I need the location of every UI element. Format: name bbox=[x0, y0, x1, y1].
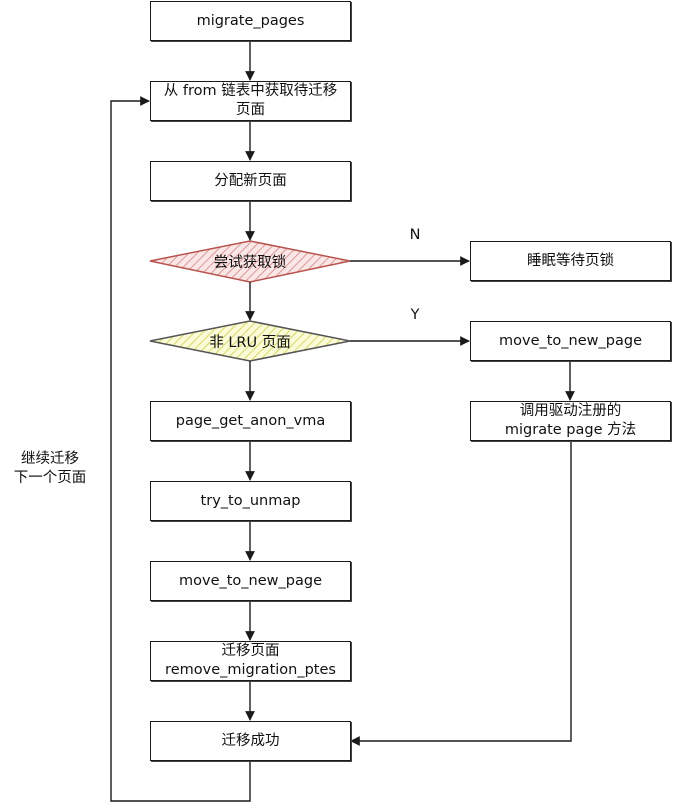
node-page-get-anon-vma-label: page_get_anon_vma bbox=[175, 412, 326, 429]
edge-driver-to-success bbox=[350, 441, 572, 746]
edge-label-loop: 继续迁移 下一个页面 bbox=[13, 451, 87, 486]
node-get-from-list: 从 from 链表中获取待迁移 页面 bbox=[150, 81, 351, 121]
node-try-to-unmap-label: try_to_unmap bbox=[200, 492, 301, 509]
node-sleep-wait-lock: 睡眠等待页锁 bbox=[470, 241, 671, 281]
node-move-to-new-page: move_to_new_page bbox=[150, 561, 351, 601]
node-call-driver-method: 调用驱动注册的 migrate page 方法 bbox=[470, 401, 671, 441]
node-page-get-anon-vma: page_get_anon_vma bbox=[150, 401, 351, 441]
node-non-lru-label: 非 LRU 页面 bbox=[209, 334, 291, 351]
node-migrate-remove-ptes: 迁移页面 remove_migration_ptes bbox=[150, 641, 351, 681]
node-migrate-pages: migrate_pages bbox=[150, 1, 351, 41]
node-sleep-wait-lock-label: 睡眠等待页锁 bbox=[527, 252, 614, 269]
node-get-from-list-label: 从 from 链表中获取待迁移 页面 bbox=[163, 83, 338, 118]
node-move-to-new-page-label: move_to_new_page bbox=[179, 572, 322, 589]
node-alloc-new-page: 分配新页面 bbox=[150, 161, 351, 201]
edge-label-yes: Y bbox=[410, 307, 420, 323]
node-try-to-unmap: try_to_unmap bbox=[150, 481, 351, 521]
edge-label-no: N bbox=[409, 227, 421, 243]
node-migrate-pages-label: migrate_pages bbox=[196, 12, 305, 29]
node-alloc-new-page-label: 分配新页面 bbox=[214, 172, 287, 189]
node-move-to-new-page-right-label: move_to_new_page bbox=[499, 332, 642, 349]
non-lru-diamond bbox=[149, 320, 351, 362]
node-migrate-success-label: 迁移成功 bbox=[221, 732, 280, 749]
node-try-lock-label: 尝试获取锁 bbox=[213, 255, 287, 271]
node-move-to-new-page-right: move_to_new_page bbox=[470, 321, 671, 361]
node-migrate-success: 迁移成功 bbox=[150, 721, 351, 761]
node-migrate-remove-ptes-label: 迁移页面 remove_migration_ptes bbox=[165, 643, 336, 678]
node-call-driver-method-label: 调用驱动注册的 migrate page 方法 bbox=[504, 403, 637, 438]
edge-loop-back bbox=[110, 96, 251, 802]
